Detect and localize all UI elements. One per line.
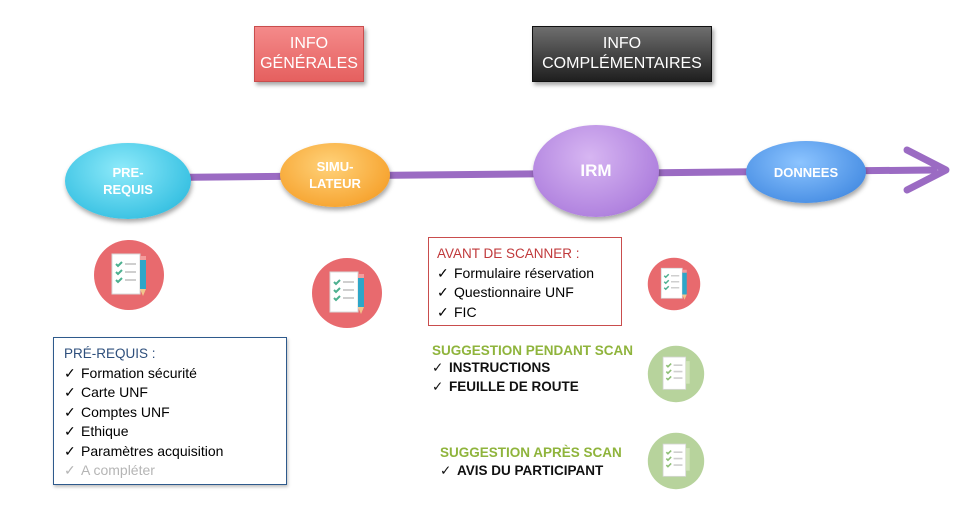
checkmark-icon: ✓ — [432, 379, 444, 394]
list-item-label: Carte UNF — [81, 384, 148, 400]
list-item: ✓ Formulaire réservation — [437, 264, 613, 284]
list-item-label: FEUILLE DE ROUTE — [449, 379, 579, 394]
list-item-label: AVIS DU PARTICIPANT — [457, 463, 604, 478]
node-donnees: DONNEES — [746, 141, 866, 203]
checkmark-icon: ✓ — [64, 384, 76, 400]
checklist-pencil-icon — [94, 240, 164, 310]
list-item: ✓ FIC — [437, 303, 613, 323]
avant-scanner-box: AVANT DE SCANNER : ✓ Formulaire réservati… — [428, 237, 622, 326]
node-simulateur: SIMU- LATEUR — [280, 143, 390, 207]
checkmark-icon: ✓ — [437, 264, 449, 281]
checkmark-icon: ✓ — [432, 360, 444, 375]
node-pre-requis-line1: PRE- — [112, 165, 144, 180]
node-pre-requis: PRE- REQUIS — [65, 143, 191, 219]
node-irm-label: IRM — [580, 161, 612, 180]
list-item-label: Formulaire réservation — [454, 264, 595, 281]
node-simulateur-line1: SIMU- — [316, 159, 354, 174]
header-info-generales: INFO GÉNÉRALES — [254, 26, 364, 82]
list-item: ✓ FEUILLE DE ROUTE — [432, 379, 633, 395]
checkmark-icon: ✓ — [437, 284, 449, 300]
list-item-label: Paramètres acquisition — [81, 442, 224, 459]
node-pre-requis-line2: REQUIS — [103, 182, 153, 197]
list-item: ✓ Ethique — [64, 422, 276, 442]
list-item-label: Formation sécurité — [81, 364, 197, 381]
pendant-scan-title: SUGGESTION PENDANT SCAN — [432, 343, 634, 358]
header-info-complementaires-line1: INFO — [602, 35, 642, 52]
list-item-label: Comptes UNF — [81, 403, 170, 420]
list-item-label: Ethique — [81, 423, 129, 439]
header-info-generales-line1: INFO — [289, 35, 329, 52]
node-simulateur-line2: LATEUR — [309, 176, 361, 191]
avant-scanner-title: AVANT DE SCANNER : — [437, 246, 580, 261]
list-item-label: A compléter — [81, 462, 155, 478]
checkmark-icon: ✓ — [437, 303, 449, 320]
list-item-pending: ✓ A compléter — [64, 461, 276, 481]
list-item-label: INSTRUCTIONS — [449, 360, 551, 375]
list-item: ✓ AVIS DU PARTICIPANT — [440, 463, 622, 479]
timeline-arrowhead — [903, 146, 950, 194]
checkmark-icon: ✓ — [64, 462, 76, 478]
node-irm: IRM — [533, 125, 659, 217]
checkmark-icon: ✓ — [64, 403, 76, 420]
checklist-icon — [647, 432, 705, 490]
list-item: ✓ Comptes UNF — [64, 403, 276, 423]
checklist-pencil-icon — [312, 258, 382, 328]
pendant-scan-section: SUGGESTION PENDANT SCAN ✓ INSTRUCTIONS ✓ F… — [432, 343, 633, 395]
node-donnees-label: DONNEES — [773, 164, 839, 180]
checkmark-icon: ✓ — [64, 364, 76, 381]
apres-scan-title: SUGGESTION APRÈS SCAN — [440, 445, 622, 460]
prerequis-box: PRÉ-REQUIS : ✓ Formation sécurité ✓ Carte … — [53, 337, 287, 485]
checkmark-icon: ✓ — [64, 423, 76, 439]
checklist-pencil-icon — [647, 257, 701, 311]
list-item: ✓ INSTRUCTIONS — [432, 360, 633, 376]
list-item: ✓ Formation sécurité — [64, 364, 276, 384]
list-item-label: Questionnaire UNF — [454, 284, 574, 300]
header-info-generales-line2: GÉNÉRALES — [260, 55, 358, 72]
list-item: ✓ Questionnaire UNF — [437, 283, 613, 303]
list-item: ✓ Carte UNF — [64, 383, 276, 403]
header-info-complementaires: INFO COMPLÉMENTAIRES — [532, 26, 712, 82]
checklist-icon — [647, 345, 705, 403]
prerequis-title: PRÉ-REQUIS : — [64, 346, 156, 361]
apres-scan-section: SUGGESTION APRÈS SCAN ✓ AVIS DU PARTICIPA… — [440, 445, 622, 479]
list-item: ✓ Paramètres acquisition — [64, 442, 276, 462]
checkmark-icon: ✓ — [64, 442, 76, 459]
list-item-label: FIC — [454, 303, 477, 320]
header-info-complementaires-line2: COMPLÉMENTAIRES — [542, 55, 702, 72]
checkmark-icon: ✓ — [440, 463, 452, 478]
